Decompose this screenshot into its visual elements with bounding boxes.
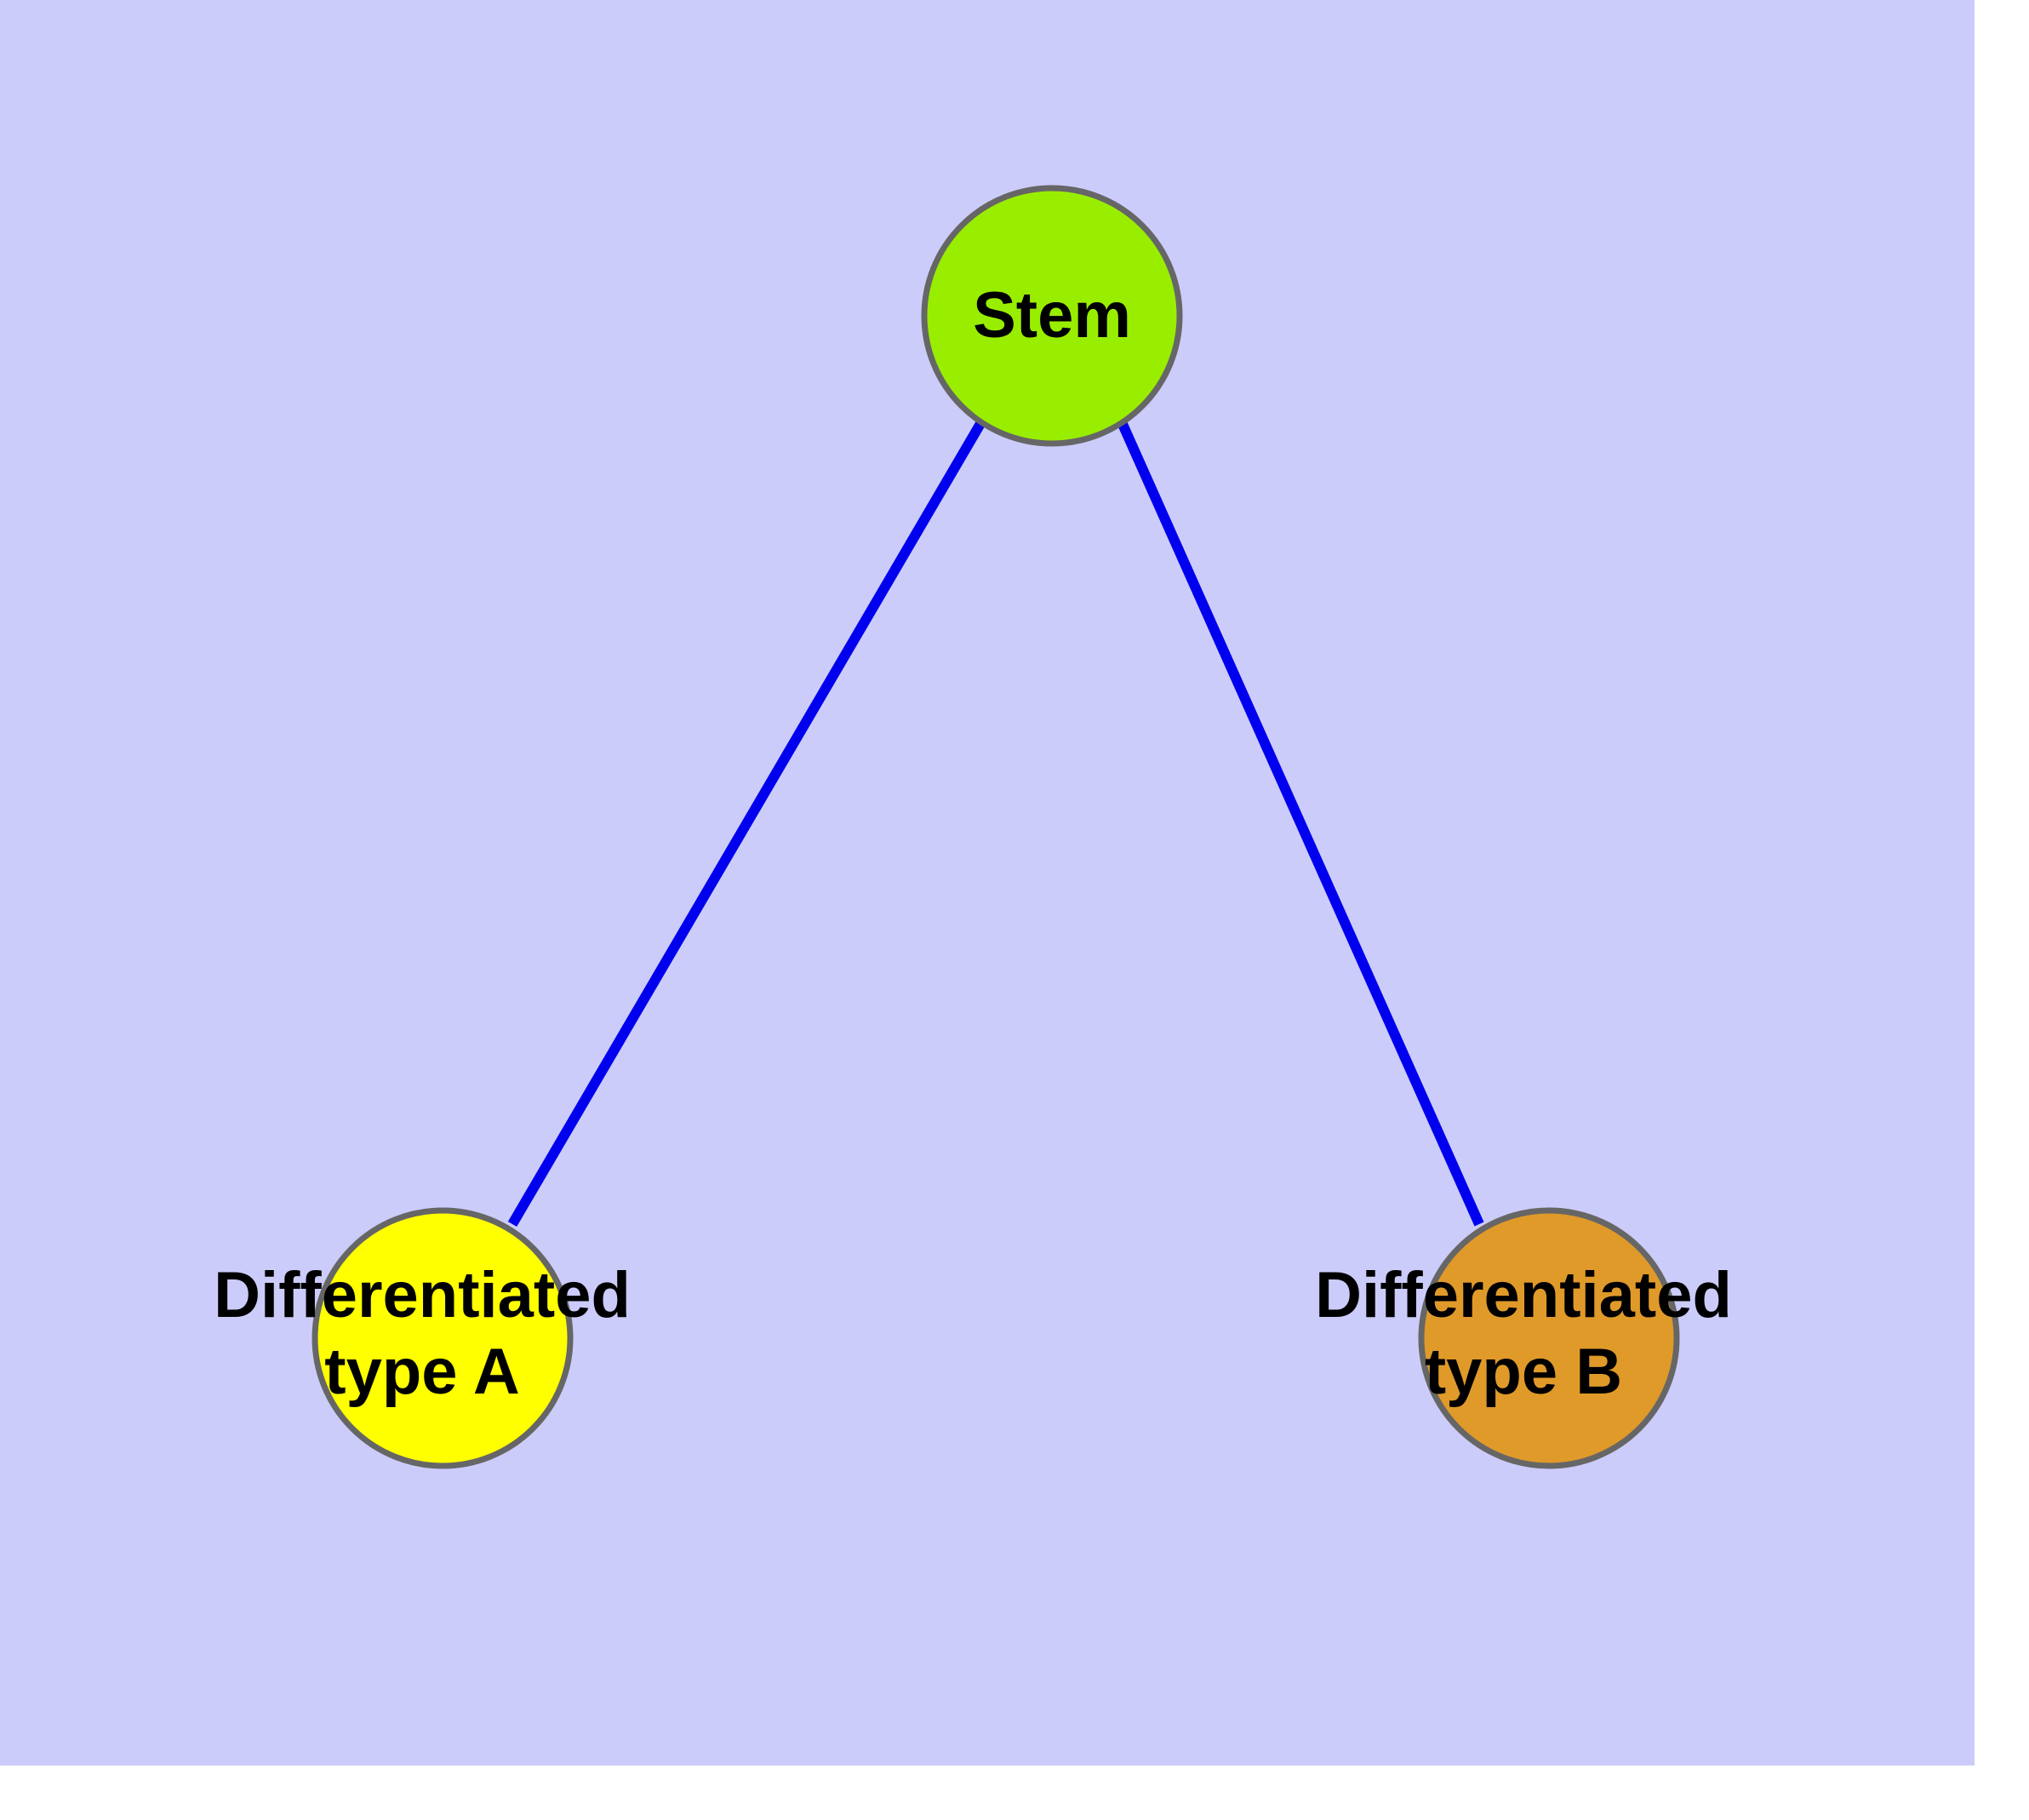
edge-stem-to-diff-b[interactable] xyxy=(1117,420,1484,1227)
node-differentiated-type-a[interactable] xyxy=(311,1207,574,1469)
node-label-line: Differentiated xyxy=(1315,1259,1732,1331)
node-label-line: Differentiated xyxy=(214,1259,631,1331)
node-stem[interactable] xyxy=(921,185,1183,447)
node-label-line: type A xyxy=(324,1336,519,1408)
edge-stem-to-diff-a[interactable] xyxy=(507,419,986,1228)
edges-layer xyxy=(507,419,1484,1228)
nodes-layer xyxy=(311,185,1680,1469)
node-differentiated-type-b[interactable] xyxy=(1418,1207,1680,1469)
node-label-line: type B xyxy=(1425,1336,1622,1408)
node-label-stem: Stem xyxy=(973,279,1131,352)
node-label-line: Stem xyxy=(973,279,1131,352)
